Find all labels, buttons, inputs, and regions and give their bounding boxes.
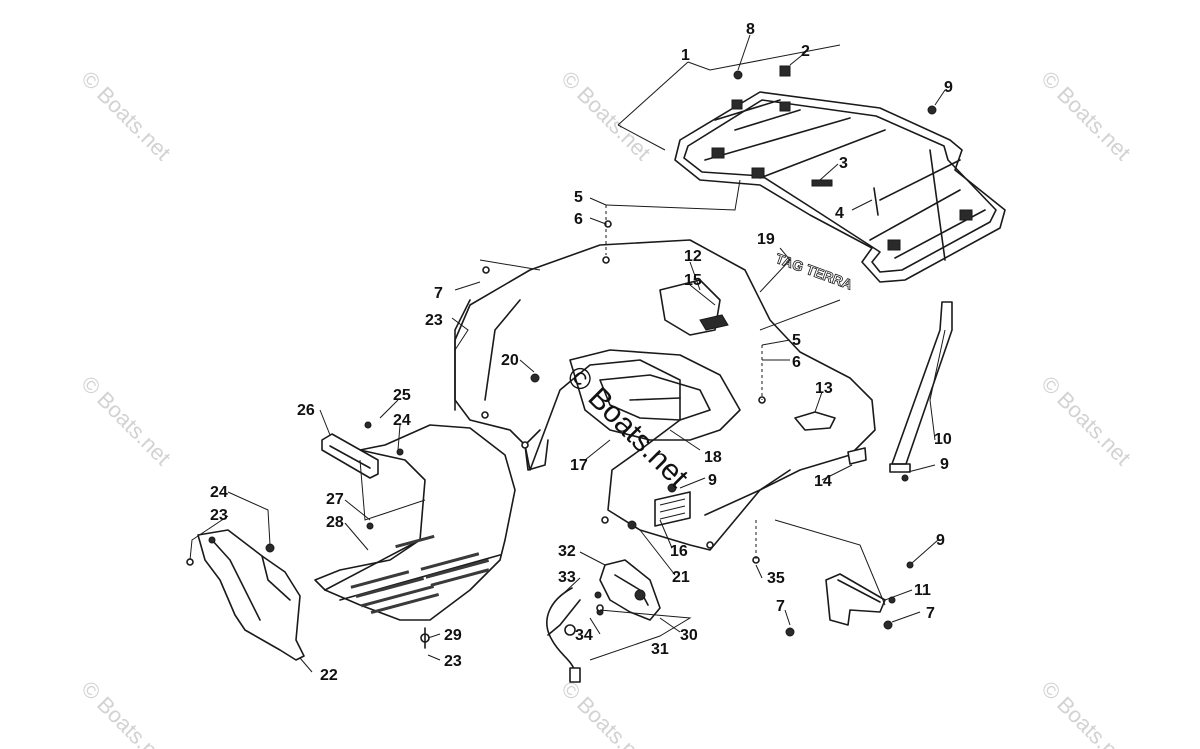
rear-fender [454,239,876,551]
callout-7-bottom: 7 [776,598,785,615]
callout-5-right: 5 [792,332,801,349]
watermark-bottom-left: © Boats.net [76,676,175,749]
callout-9-strut: 9 [940,456,949,473]
bolt-4-icon [873,187,879,216]
watermark-top-right: © Boats.net [1036,66,1135,165]
callout-20: 20 [501,352,519,369]
callout-1: 1 [681,47,690,64]
decal-19: TAG TERRA [773,250,855,293]
callout-23-panel: 23 [210,507,228,524]
callout-9-middle: 9 [708,472,717,489]
bolt-9-top-icon [927,105,937,115]
watermark-mid-left: © Boats.net [76,371,175,470]
callout-21: 21 [672,569,690,586]
watermark-bottom-center: © Boats.net [556,676,655,749]
footwell [314,424,516,649]
callout-24-panel: 24 [210,484,228,501]
callout-7-left: 7 [434,285,443,302]
callout-30: 30 [680,627,698,644]
footwell-bracket-26 [321,421,404,530]
callout-27: 27 [326,491,344,508]
callout-34: 34 [575,627,593,644]
watermark-top-center: © Boats.net [556,66,655,165]
bolt-8-icon [733,70,743,80]
leader-lines [189,34,946,673]
bolt-20-icon [530,373,540,383]
callout-22: 22 [320,667,338,684]
rear-rack [674,91,1006,283]
callout-5-top: 5 [574,189,583,206]
callout-14: 14 [814,473,832,490]
callout-2: 2 [801,43,810,60]
callout-24-footwell: 24 [393,412,411,429]
footwell-grate [350,534,490,615]
callout-10: 10 [934,431,952,448]
callout-25: 25 [393,387,411,404]
callout-31: 31 [651,641,669,658]
callout-6-right: 6 [792,354,801,371]
callout-17: 17 [570,457,588,474]
callout-6-top: 6 [574,211,583,228]
callout-18: 18 [704,449,722,466]
callout-23-fender: 23 [425,312,443,329]
left-side-panel [186,529,305,661]
callout-32: 32 [558,543,576,560]
nut-2-icon [779,65,791,77]
callout-11: 11 [914,582,931,599]
callout-33: 33 [558,569,576,586]
watermark-top-left: © Boats.net [76,66,175,165]
callout-8: 8 [746,21,755,38]
callout-35: 35 [767,570,785,587]
watermark-mid-right: © Boats.net [1036,371,1135,470]
callout-26: 26 [297,402,315,419]
callout-19: 19 [757,231,775,248]
callouts: 1 2 3 4 5 6 5 6 7 7 7 8 9 9 9 9 10 11 12… [210,21,953,684]
right-bracket [752,474,914,637]
callout-28: 28 [326,514,344,531]
callout-16: 16 [670,543,688,560]
callout-9-bracket: 9 [936,532,945,549]
watermark-bottom-right: © Boats.net [1036,676,1135,749]
decal-text: TAG TERRA [774,250,855,293]
callout-15: 15 [684,272,702,289]
callout-12: 12 [684,248,702,265]
rack-support-strut [889,301,953,473]
callout-13: 13 [815,380,833,397]
callout-4: 4 [835,205,844,222]
tail-light-assembly [546,559,661,683]
callout-23-bottom: 23 [444,653,462,670]
callout-3: 3 [839,155,848,172]
callout-29: 29 [444,627,462,644]
callout-9-top: 9 [944,79,953,96]
callout-7-right: 7 [926,605,935,622]
